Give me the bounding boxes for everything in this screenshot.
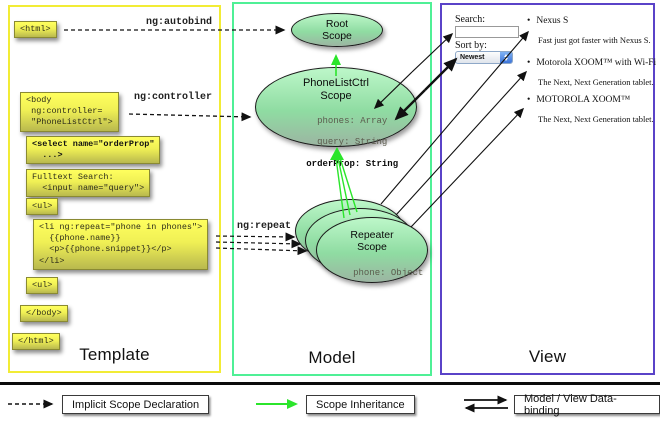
phonelistctrl-scope-title: PhoneListCtrl Scope [302, 77, 370, 102]
code-li-repeat: <li ng:repeat="phone in phones"> {{phone… [33, 219, 209, 270]
root-scope-title: Root Scope [322, 17, 352, 42]
bullet-icon: • [527, 16, 531, 26]
phone-item-title-text: MOTOROLA XOOM™ [536, 95, 631, 105]
root-scope-ellipse: Root Scope [291, 13, 383, 47]
repeater-scope-props: phone: Object [321, 257, 424, 289]
prop-phone: phone: Object [353, 267, 424, 278]
search-label: Search: [455, 14, 485, 25]
template-column-label: Template [79, 345, 150, 364]
sort-dropdown-value: Newest [460, 54, 485, 61]
phone-list-item: • Nexus S Fast just got faster with Nexus… [527, 16, 655, 45]
legend-scope-inheritance: Scope Inheritance [306, 395, 415, 414]
code-html-open: <html> [14, 21, 57, 39]
repeater-scope-title: Repeater Scope [350, 229, 394, 254]
legend-implicit-scope-declaration: Implicit Scope Declaration [62, 395, 210, 414]
legend-model-view-data-binding: Model / View Data-binding [514, 393, 660, 417]
phone-list-item: • Motorola XOOM™ with Wi-Fi The Next, Nex… [527, 58, 657, 87]
code-fulltext: Fulltext Search: <input name="query"> [26, 169, 151, 198]
phone-item-desc: The Next, Next Generation tablet. [538, 114, 654, 124]
ng-repeat-label: ng:repeat [237, 221, 292, 232]
model-column: Model [232, 2, 432, 376]
stepper-down-icon [504, 58, 508, 61]
ng-autobind-label: ng:autobind [146, 17, 213, 28]
code-html-close: </html> [12, 333, 60, 351]
legend-separator [0, 382, 660, 385]
phone-item-title: • MOTOROLA XOOM™ [527, 95, 655, 105]
phone-item-desc: The Next, Next Generation tablet. [538, 77, 654, 87]
search-input[interactable] [455, 26, 519, 38]
bullet-icon: • [527, 95, 531, 105]
stepper-up-icon [504, 54, 508, 57]
prop-orderprop: orderProp: String [306, 158, 399, 169]
model-column-label: Model [308, 348, 356, 367]
sort-dropdown[interactable]: Newest [455, 51, 513, 64]
code-body-open: <body ng:controller= "PhoneListCtrl"> [20, 92, 119, 132]
phone-item-title-text: Nexus S [536, 16, 569, 26]
ng-controller-label: ng:controller [134, 92, 213, 103]
phone-list-item: • MOTOROLA XOOM™ The Next, Next Generatio… [527, 95, 655, 124]
sort-by-label: Sort by: [455, 40, 487, 51]
phonelistctrl-scope-ellipse: PhoneListCtrl Scope phones: Array query:… [255, 67, 417, 169]
view-column-label: View [528, 347, 567, 366]
phone-item-title-text: Motorola XOOM™ with Wi-Fi [536, 58, 657, 68]
code-body-close: </body> [20, 305, 68, 323]
phone-item-title: • Motorola XOOM™ with Wi-Fi [527, 58, 657, 68]
bullet-icon: • [527, 58, 531, 68]
code-ul-open: <ul> [26, 198, 59, 216]
prop-query: query: String [317, 137, 388, 148]
phone-item-title: • Nexus S [527, 16, 655, 26]
dropdown-stepper-icon [500, 52, 512, 63]
code-select: <select name="orderProp" ...> [26, 136, 161, 165]
phonelistctrl-scope-props: phones: Array query: String orderProp: S… [274, 105, 398, 181]
code-ul-close: <ul> [26, 277, 59, 295]
repeater-scope-ellipse: Repeater Scope phone: Object [316, 217, 428, 283]
prop-phones: phones: Array [317, 115, 388, 126]
phone-item-desc: Fast just got faster with Nexus S. [538, 35, 651, 45]
